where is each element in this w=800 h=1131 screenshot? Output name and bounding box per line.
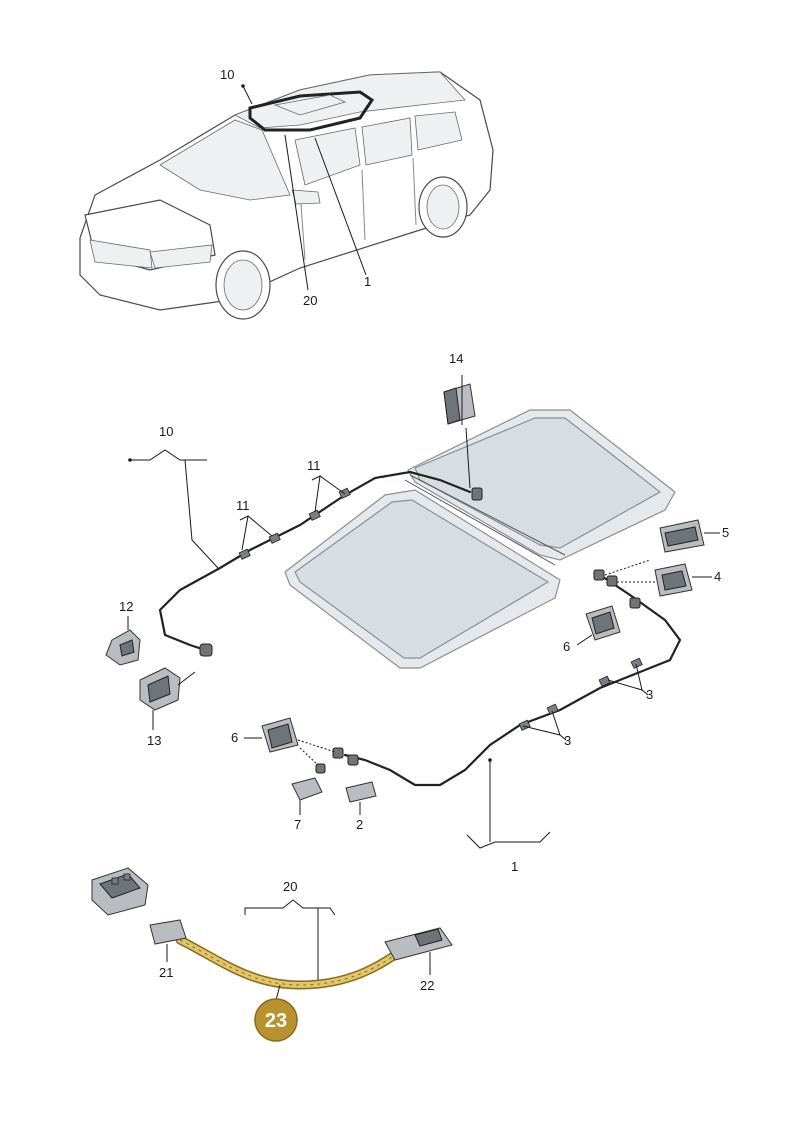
switch-module-4 (654, 563, 712, 597)
connector-21 (149, 919, 187, 962)
callout-5: 5 (722, 525, 729, 540)
callout-2: 2 (356, 817, 363, 832)
car-illustration (79, 71, 494, 320)
connectors-center (297, 739, 359, 774)
motor-13 (139, 667, 196, 730)
switch-6-left (244, 717, 299, 753)
leader-dot (128, 458, 132, 462)
callout-14: 14 (449, 351, 463, 366)
switch-module-bottom (91, 867, 149, 916)
callout-20: 20 (283, 879, 297, 894)
connector-7 (291, 777, 323, 815)
connector-22 (384, 927, 453, 975)
wiring-harness-23 (175, 935, 400, 990)
callout-13: 13 (147, 733, 161, 748)
callout-12: 12 (119, 599, 133, 614)
highlight-badge-23[interactable]: 23 (254, 984, 298, 1042)
callout-21: 21 (159, 965, 173, 980)
callout-1-top: 1 (364, 274, 371, 289)
callout-11-b: 11 (236, 498, 250, 513)
callout-10: 10 (159, 424, 173, 439)
callout-7: 7 (294, 817, 301, 832)
callout-20-top: 20 (303, 293, 317, 308)
callout-22: 22 (420, 978, 434, 993)
control-unit-14 (443, 375, 476, 489)
bracket-12 (105, 616, 141, 666)
connector-2 (345, 781, 377, 815)
badge-label: 23 (265, 1010, 287, 1032)
callout-3-upper: 3 (646, 687, 653, 702)
harness-clips (199, 487, 643, 731)
main-wiring-harness (158, 470, 682, 787)
callout-11-a: 11 (307, 458, 321, 473)
callout-3-lower: 3 (564, 733, 571, 748)
callout-4: 4 (714, 569, 721, 584)
leader-dot (488, 758, 492, 762)
callout-6-right: 6 (563, 639, 570, 654)
callout-6-left: 6 (231, 730, 238, 745)
sunroof-glass-panel (284, 409, 676, 669)
badge-circle (254, 998, 298, 1042)
connectors-4-5 (593, 559, 655, 609)
leader-dot (241, 84, 245, 88)
callout-10-top: 10 (220, 67, 234, 82)
callout-1: 1 (511, 859, 518, 874)
switch-6-right (576, 605, 621, 646)
switch-module-5 (659, 519, 720, 553)
